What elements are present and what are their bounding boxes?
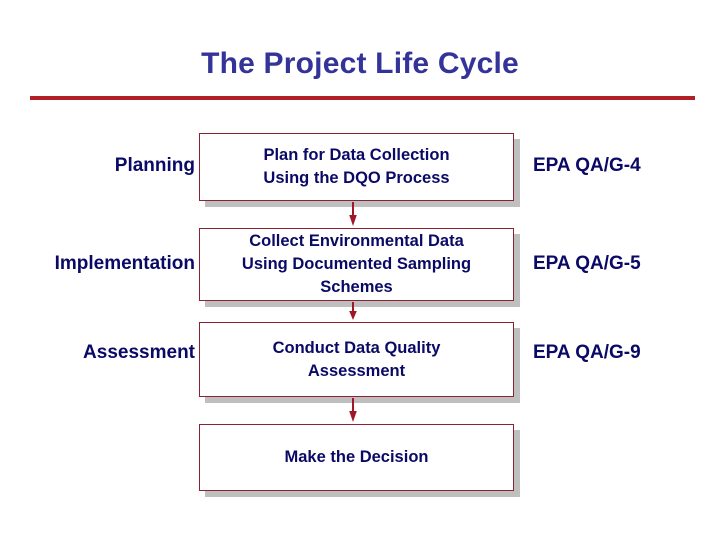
stage-label-planning: Planning: [114, 155, 195, 176]
stage-label-assessment: Assessment: [83, 342, 195, 363]
page-title: The Project Life Cycle: [201, 47, 519, 80]
guidance-label-epa-qa-g-4: EPA QA/G-4: [533, 155, 641, 176]
flow-box-label: Collect Environmental Data Using Documen…: [241, 232, 472, 296]
flow-box-label: Conduct Data Quality Assessment: [272, 338, 441, 380]
guidance-label-epa-qa-g-5: EPA QA/G-5: [533, 253, 641, 274]
arrow-down-icon: [349, 302, 357, 320]
flow-box-plan-for-data-collection: Plan for Data Collection Using the DQO P…: [199, 133, 514, 201]
guidance-label-epa-qa-g-9: EPA QA/G-9: [533, 342, 641, 363]
flow-box-conduct-data-quality-assessment: Conduct Data Quality Assessment: [199, 322, 514, 397]
flow-box-label: Plan for Data Collection Using the DQO P…: [263, 146, 450, 187]
flow-box-label: Make the Decision: [284, 448, 429, 466]
arrow-down-icon: [349, 202, 357, 226]
arrow-down-icon: [349, 398, 357, 422]
flow-box-make-the-decision: Make the Decision: [199, 424, 514, 491]
flow-box-collect-environmental-data: Collect Environmental Data Using Documen…: [199, 228, 514, 301]
title-divider: [30, 96, 695, 100]
stage-label-implementation: Implementation: [54, 253, 195, 274]
